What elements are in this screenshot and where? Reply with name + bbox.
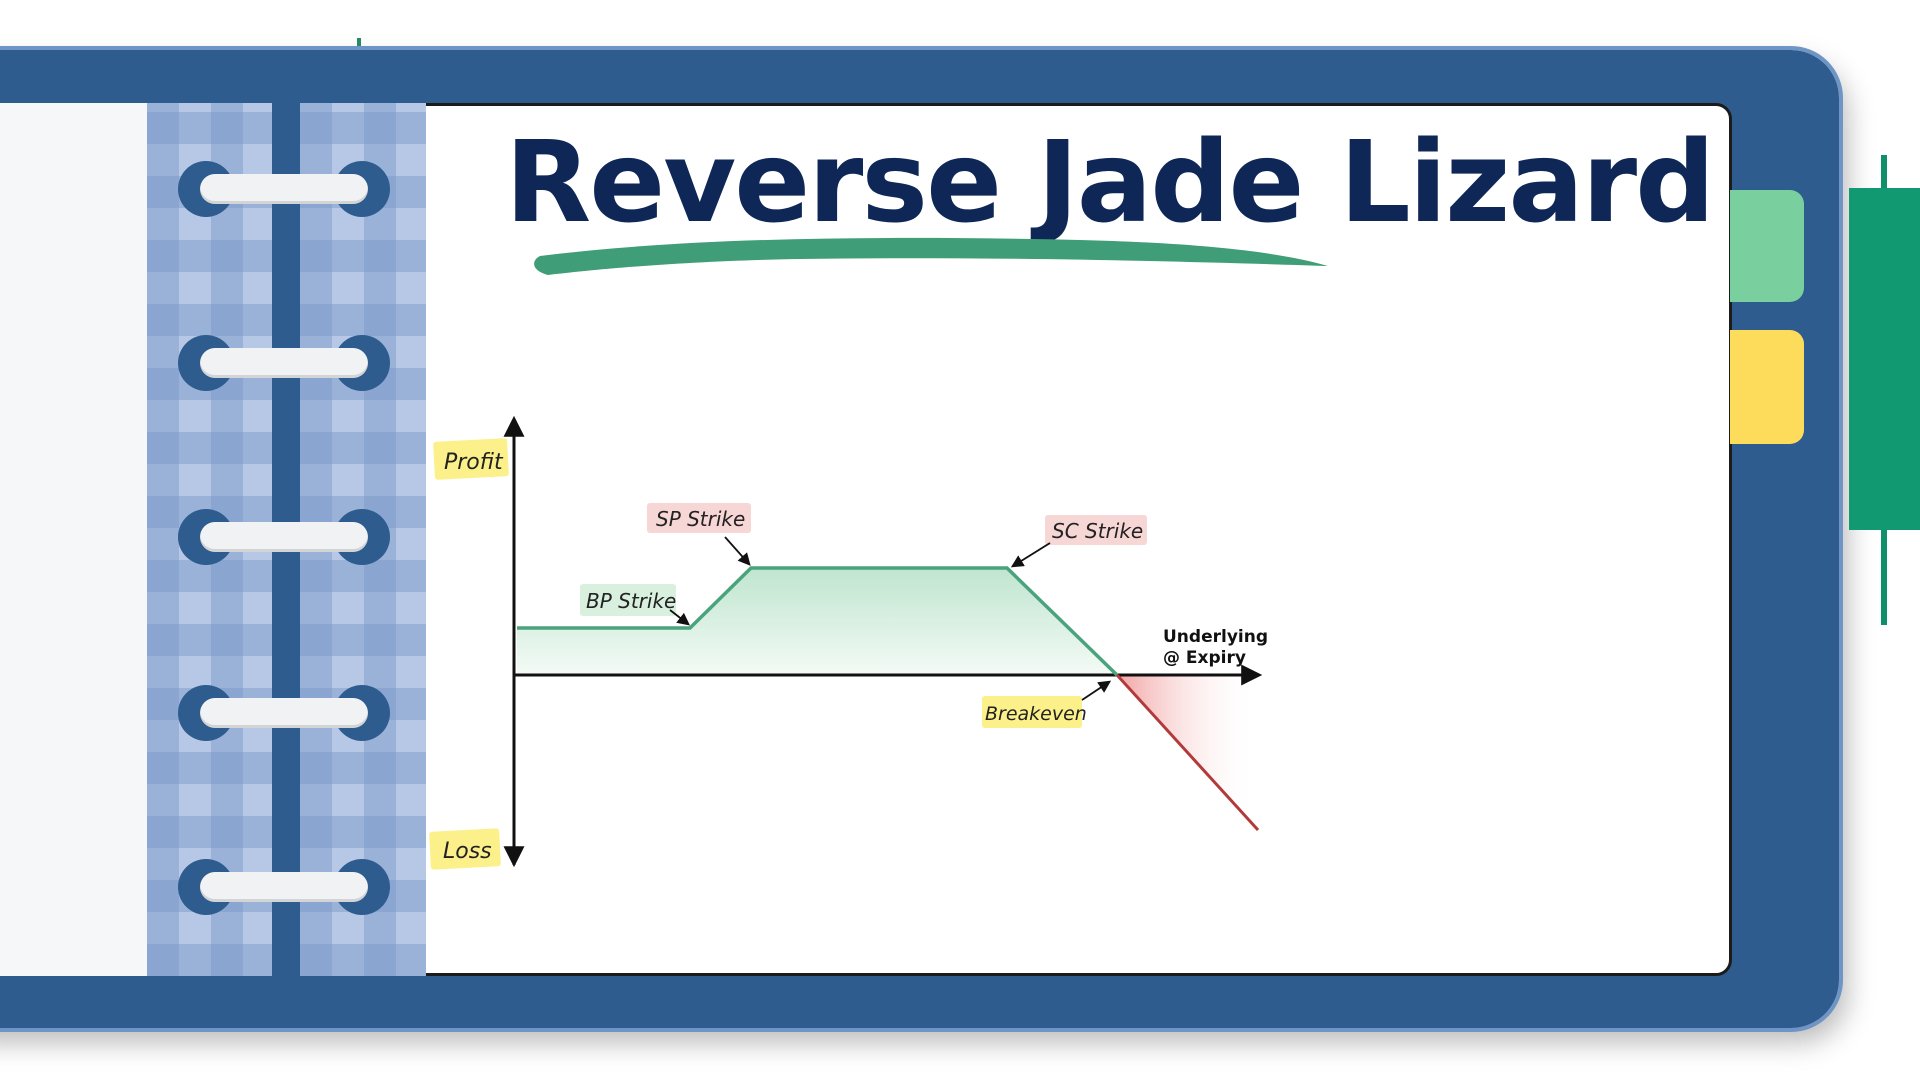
- bp-strike-tag-bg: [580, 584, 676, 616]
- tab-yellow[interactable]: [1730, 330, 1804, 444]
- page-title: Reverse Jade Lizard: [505, 118, 1715, 248]
- profit-tag-bg: [433, 438, 509, 480]
- breakeven-tag-bg: [982, 696, 1082, 728]
- x-axis-label-line2: @ Expiry: [1163, 648, 1246, 668]
- spiral-ring-icon: [178, 859, 390, 915]
- payoff-line-profit: [517, 566, 1119, 677]
- sp-strike-arrow: [724, 536, 751, 566]
- breakeven-arrow: [1081, 680, 1112, 701]
- candlestick-body: [1849, 188, 1920, 530]
- profit-area: [517, 568, 1117, 675]
- spiral-ring-icon: [178, 685, 390, 741]
- sc-strike-tag-bg: [1045, 515, 1147, 545]
- bp-strike-arrow: [669, 609, 690, 626]
- spiral-ring-icon: [178, 509, 390, 565]
- y-axis-profit-label: Profit: [444, 450, 504, 475]
- tab-green[interactable]: [1730, 190, 1804, 302]
- sc-strike-arrow: [1010, 542, 1051, 568]
- payoff-line-loss: [1115, 673, 1260, 832]
- title-underline: [534, 237, 1328, 275]
- loss-tag-bg: [429, 828, 501, 870]
- sp-strike-label: SP Strike: [656, 507, 745, 531]
- x-axis-label-line1: Underlying: [1163, 627, 1268, 647]
- spiral-ring-icon: [178, 335, 390, 391]
- decorative-tick: [357, 38, 361, 52]
- sp-strike-tag-bg: [647, 503, 751, 533]
- breakeven-label: Breakeven: [985, 703, 1087, 725]
- y-axis-loss-label: Loss: [443, 839, 492, 864]
- notebook-page: [294, 103, 1732, 976]
- bp-strike-label: BP Strike: [586, 589, 676, 613]
- spiral-ring-icon: [178, 161, 390, 217]
- sc-strike-label: SC Strike: [1052, 519, 1143, 543]
